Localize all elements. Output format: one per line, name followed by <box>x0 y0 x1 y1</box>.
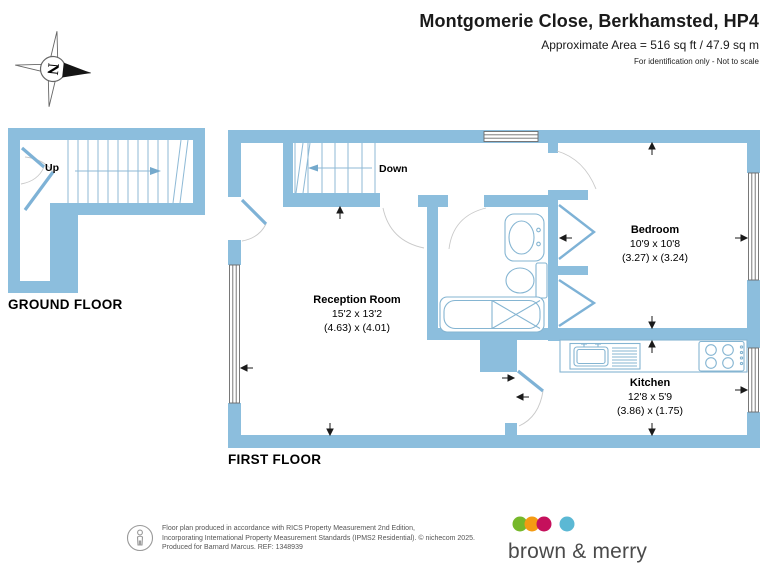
window-left <box>229 264 240 404</box>
bathroom-fixtures <box>439 213 548 333</box>
page-title: Montgomerie Close, Berkhamsted, HP4 <box>419 11 759 31</box>
footer-disclaimer: Floor plan produced in accordance with R… <box>126 524 475 553</box>
logo-dot-green <box>512 516 528 532</box>
disclaimer-line-3: Produced for Barnard Marcus. REF: 134893… <box>162 544 303 551</box>
bathtub-icon <box>439 296 545 333</box>
stairs-up-label: Up <box>45 162 59 174</box>
brand-name: brown & merry <box>508 540 648 563</box>
kitchen-label: Kitchen 12'8 x 5'9 (3.86) x (1.75) <box>617 377 683 417</box>
measurement-arrows <box>239 141 749 437</box>
kitchen-name: Kitchen <box>630 377 671 389</box>
disclaimer-line-2: Incorporating International Property Mea… <box>162 534 475 542</box>
hob-icon <box>698 340 745 372</box>
sink-icon <box>504 213 545 262</box>
logo-dot-blue <box>559 516 575 532</box>
stairs-ground <box>67 139 189 204</box>
header: Montgomerie Close, Berkhamsted, HP4 Appr… <box>419 11 759 66</box>
walls <box>8 128 760 448</box>
scale-note: For identification only - Not to scale <box>634 57 759 66</box>
surveyor-icon <box>126 524 154 552</box>
toilet-icon <box>505 262 548 299</box>
compass-rose-icon: N <box>15 31 91 107</box>
bedroom-label: Bedroom 10'9 x 10'8 (3.27) x (3.24) <box>622 224 688 264</box>
north-arrow-icon <box>62 62 91 78</box>
kitchen-sink-icon <box>569 342 641 370</box>
ground-floor-label: GROUND FLOOR <box>8 297 123 312</box>
disclaimer-line-1: Floor plan produced in accordance with R… <box>162 525 415 532</box>
brand-dots-icon <box>512 516 575 532</box>
bedroom-size-metric: (3.27) x (3.24) <box>622 252 688 264</box>
approximate-area: Approximate Area = 516 sq ft / 47.9 sq m <box>541 38 759 52</box>
windows <box>229 131 759 413</box>
compass-north-letter: N <box>43 62 61 76</box>
stairs-first <box>294 142 376 194</box>
disclaimer-text: Floor plan produced in accordance with R… <box>162 524 475 553</box>
wardrobe-doors <box>558 204 597 328</box>
first-floor-label: FIRST FLOOR <box>228 452 321 467</box>
door-leaves <box>20 146 544 393</box>
kitchen-size-metric: (3.86) x (1.75) <box>617 405 683 417</box>
reception-name: Reception Room <box>313 294 401 306</box>
logo-dot-orange <box>524 516 540 532</box>
kitchen-size-imperial: 12'8 x 5'9 <box>628 391 672 403</box>
stairs-down-label: Down <box>379 163 408 175</box>
window-bedroom <box>748 172 759 281</box>
reception-size-metric: (4.63) x (4.01) <box>324 322 390 334</box>
kitchen-fixtures <box>559 339 748 373</box>
window-kitchen <box>748 347 759 413</box>
door-arcs <box>20 150 597 427</box>
stairs-down-arrow-icon <box>308 164 318 172</box>
stairs-up-arrow-icon <box>150 167 161 175</box>
brand-logo: brown & merry <box>508 515 658 564</box>
bedroom-name: Bedroom <box>631 224 680 236</box>
reception-size-imperial: 15'2 x 13'2 <box>332 308 382 320</box>
bedroom-size-imperial: 10'9 x 10'8 <box>630 238 680 250</box>
reception-room-label: Reception Room 15'2 x 13'2 (4.63) x (4.0… <box>313 294 401 334</box>
window-top <box>483 131 539 142</box>
logo-dot-crimson <box>536 516 552 532</box>
